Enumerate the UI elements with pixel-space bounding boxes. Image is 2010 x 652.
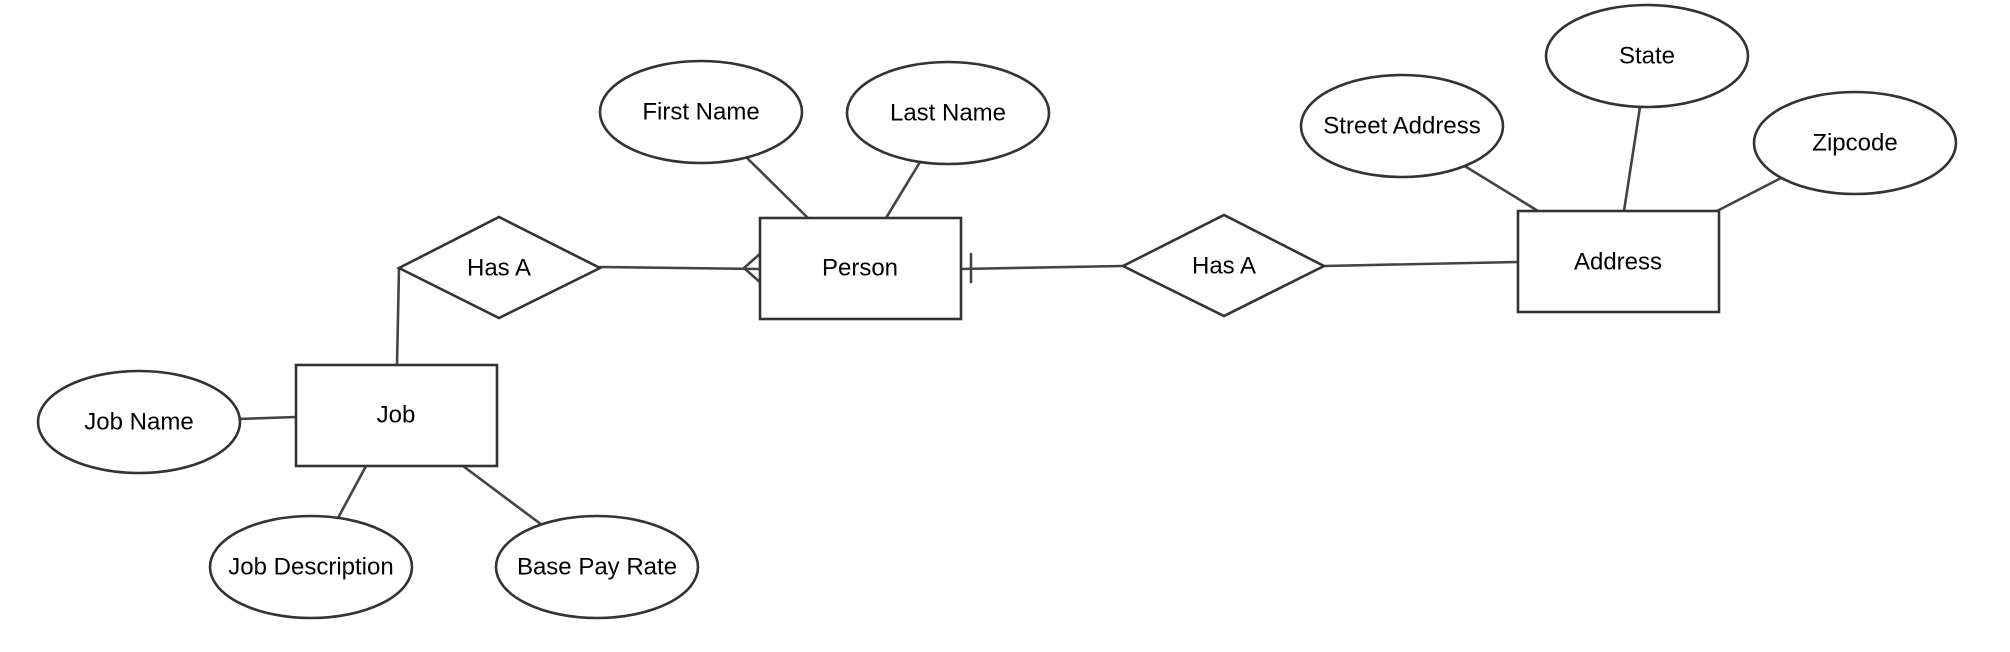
attribute-zipcode[interactable]: Zipcode — [1752, 90, 1958, 196]
attribute-label: Job Name — [84, 409, 193, 436]
attribute-street-address[interactable]: Street Address — [1299, 73, 1505, 179]
connector-base-pay-rate-job — [461, 464, 544, 527]
attribute-ellipse — [598, 59, 804, 165]
relationship-person-address[interactable]: Has A — [1120, 213, 1327, 318]
attribute-label: First Name — [642, 99, 759, 126]
connector-first-name-person — [744, 155, 810, 220]
entity-box — [1516, 209, 1721, 314]
connector-relationship-job — [395, 266, 401, 367]
relationship-diamond — [1120, 213, 1327, 318]
entity-person[interactable]: Person — [758, 216, 963, 321]
attribute-base-pay-rate[interactable]: Base Pay Rate — [494, 514, 700, 620]
connectors — [236, 105, 1785, 527]
attribute-job-name[interactable]: Job Name — [36, 369, 242, 475]
attribute-last-name[interactable]: Last Name — [845, 60, 1051, 166]
attribute-label: Zipcode — [1812, 130, 1897, 157]
attribute-label: Job Description — [228, 554, 393, 581]
attribute-label: Base Pay Rate — [517, 554, 677, 581]
attribute-ellipse — [494, 514, 700, 620]
entity-label: Job — [377, 402, 416, 429]
attribute-label: Last Name — [890, 100, 1006, 127]
connector-job-name-job — [236, 415, 298, 421]
relationship-label: Has A — [1192, 253, 1256, 280]
connector-job-description-job — [336, 464, 368, 520]
connector-last-name-person — [884, 160, 922, 220]
attribute-ellipse — [1544, 3, 1750, 109]
connector-zipcode-address — [1715, 175, 1785, 213]
crows-foot-many-marker — [742, 250, 764, 286]
cardinality-markers — [742, 250, 973, 286]
attribute-first-name[interactable]: First Name — [598, 59, 804, 165]
attribute-ellipse — [208, 514, 414, 620]
entity-label: Address — [1574, 249, 1662, 276]
connector-state-address — [1622, 105, 1642, 213]
entity-job[interactable]: Job — [294, 363, 499, 468]
attribute-job-description[interactable]: Job Description — [208, 514, 414, 620]
connector-person-relationship-job — [598, 265, 762, 271]
relationship-label: Has A — [467, 255, 531, 282]
entity-address[interactable]: Address — [1516, 209, 1721, 314]
connector-street-address-address — [1461, 163, 1540, 213]
attribute-ellipse — [1299, 73, 1505, 179]
relationship-person-job[interactable]: Has A — [396, 215, 603, 320]
attribute-ellipse — [1752, 90, 1958, 196]
entity-label: Person — [822, 255, 898, 282]
connector-person-relationship-address — [959, 264, 1125, 271]
attribute-state[interactable]: State — [1544, 3, 1750, 109]
attribute-label: State — [1619, 43, 1675, 70]
attribute-label: Street Address — [1323, 113, 1480, 140]
relationship-diamond — [396, 215, 603, 320]
entity-box — [294, 363, 499, 468]
attribute-ellipse — [845, 60, 1051, 166]
connector-relationship-address — [1322, 260, 1520, 268]
entity-box — [758, 216, 963, 321]
attribute-ellipse — [36, 369, 242, 475]
